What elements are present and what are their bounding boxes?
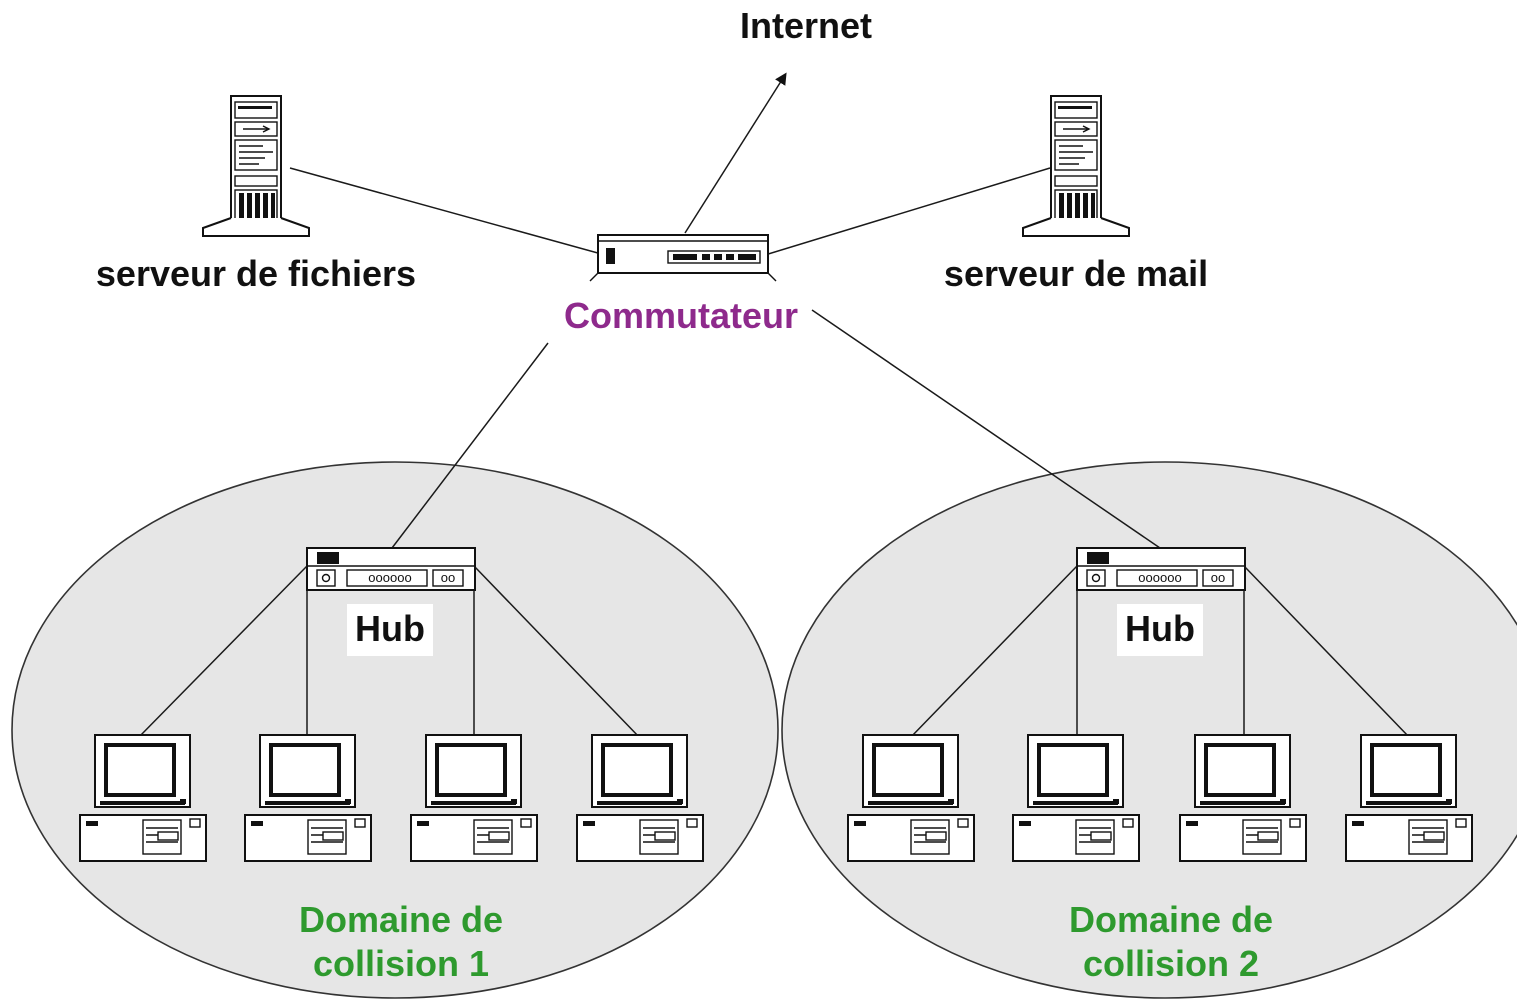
link-hub2-pc1 bbox=[909, 565, 1078, 739]
mail-server-label: serveur de mail bbox=[944, 253, 1208, 294]
switch-icon bbox=[589, 234, 777, 282]
arrow-icon bbox=[684, 72, 787, 234]
computer-icon bbox=[846, 733, 976, 863]
server-icon bbox=[202, 95, 310, 237]
computer-icon bbox=[575, 733, 705, 863]
collision-domain-2-area bbox=[781, 461, 1517, 999]
computer-icon bbox=[78, 733, 208, 863]
link-hub1-pc4 bbox=[473, 565, 641, 739]
collision-domain-1-label-line1: Domaine de bbox=[299, 899, 503, 940]
collision-domain-1-area bbox=[11, 461, 779, 999]
hub-label-bg bbox=[1117, 604, 1203, 656]
computer-icon bbox=[1011, 733, 1141, 863]
computer-icon bbox=[1344, 733, 1474, 863]
switch-label: Commutateur bbox=[564, 295, 798, 336]
hub-label: Hub bbox=[1125, 608, 1195, 649]
link-hub1-pc1 bbox=[137, 565, 308, 739]
hub-ports-label: oo bbox=[441, 570, 455, 585]
link-fileserver-switch bbox=[289, 167, 606, 256]
file-server-label: serveur de fichiers bbox=[96, 253, 416, 294]
computer-icon bbox=[1178, 733, 1308, 863]
link-mailserver-switch bbox=[764, 167, 1051, 256]
hub-label-bg bbox=[347, 604, 433, 656]
hub-ports-label: oo bbox=[1211, 570, 1225, 585]
hub-ports-label: oooooo bbox=[368, 570, 411, 585]
link-hub2-pc4 bbox=[1243, 565, 1411, 739]
collision-domain-1-label-line2: collision 1 bbox=[313, 943, 489, 984]
server-icon bbox=[1022, 95, 1130, 237]
internet-label: Internet bbox=[740, 5, 872, 46]
computer-icon bbox=[243, 733, 373, 863]
hub-label: Hub bbox=[355, 608, 425, 649]
link-switch-hub1 bbox=[391, 342, 549, 549]
collision-domain-2-label-line2: collision 2 bbox=[1083, 943, 1259, 984]
hub-ports-label: oooooo bbox=[1138, 570, 1181, 585]
collision-domain-2-label-line1: Domaine de bbox=[1069, 899, 1273, 940]
link-switch-hub2 bbox=[811, 309, 1161, 549]
computer-icon bbox=[409, 733, 539, 863]
